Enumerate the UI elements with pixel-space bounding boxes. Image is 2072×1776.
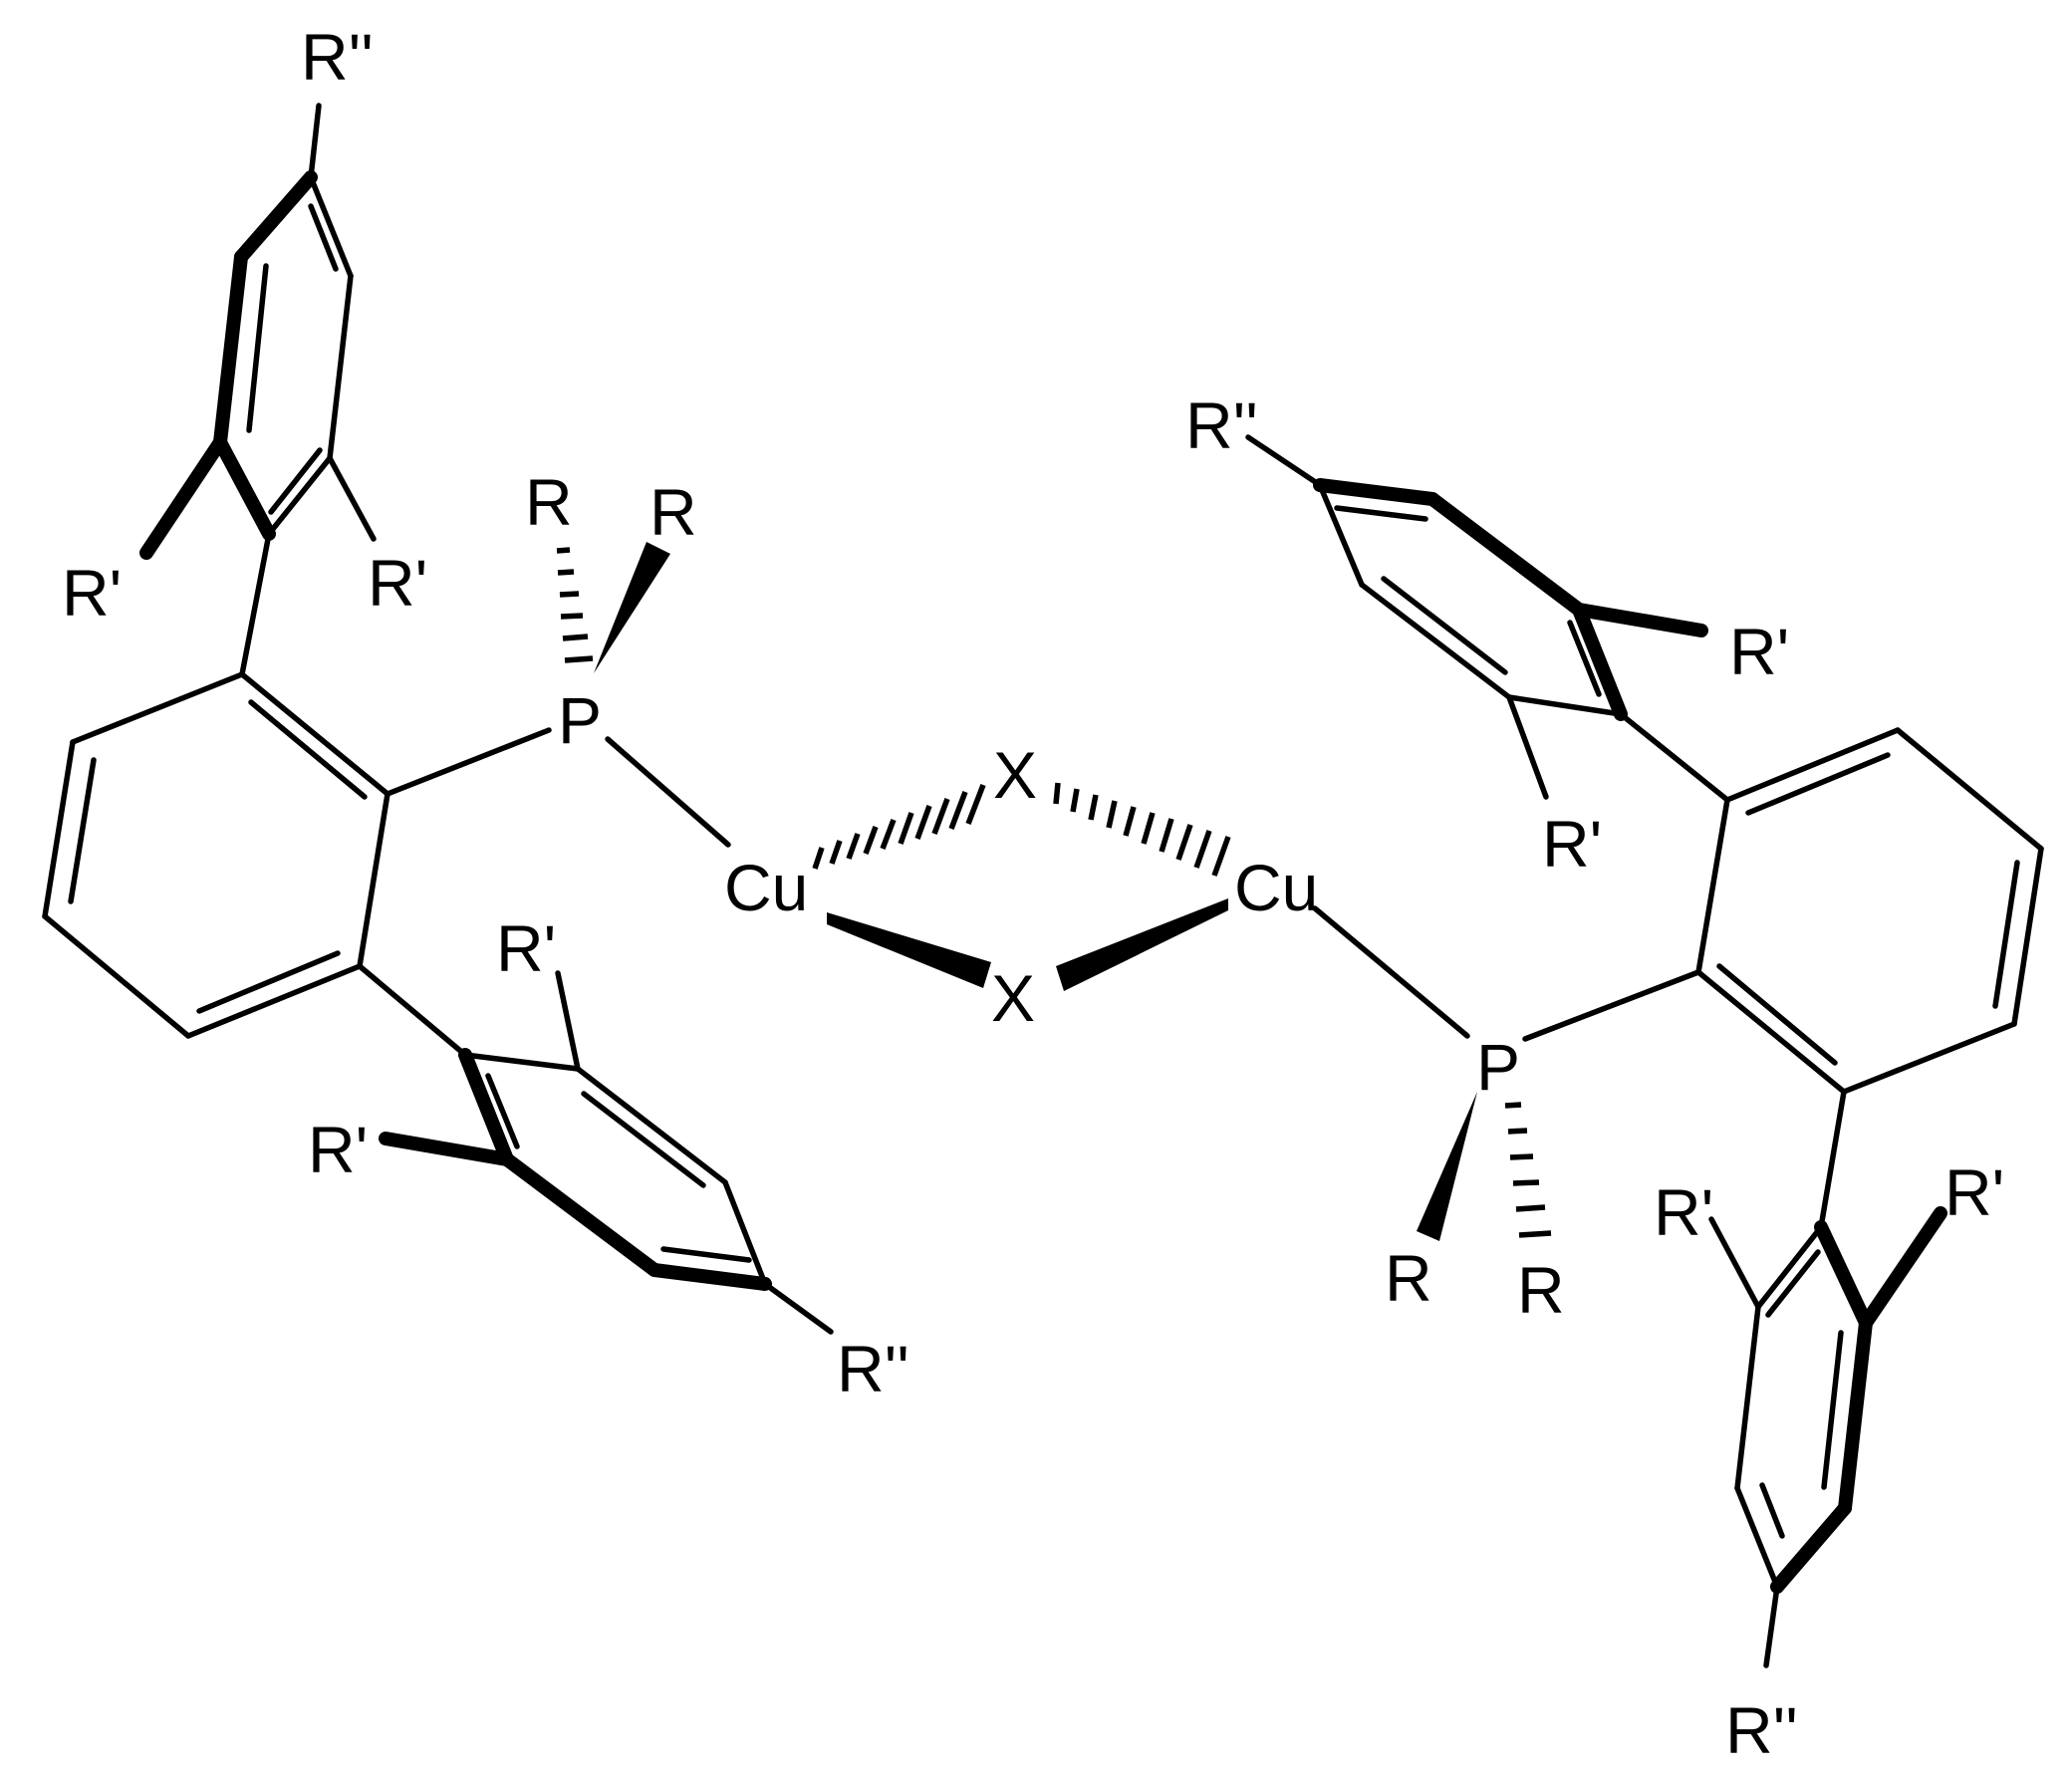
left-cu-x-wedge-bond bbox=[827, 912, 991, 988]
left-cu-x-hash-bond bbox=[812, 784, 986, 870]
left-phosphorus-atom: P bbox=[558, 683, 602, 757]
right-lower-aryl-para-r-double-prime: R'' bbox=[1725, 1693, 1798, 1767]
right-p-substituent-r: R bbox=[1385, 1241, 1432, 1315]
right-cu-x-wedge-bond bbox=[1056, 898, 1228, 991]
right-cu-x-hash-bond bbox=[1053, 782, 1231, 877]
left-lower-aryl-ring bbox=[357, 963, 834, 1335]
left-copper-atom: Cu bbox=[724, 851, 808, 924]
left-lower-aryl-para-r-double-prime: R'' bbox=[837, 1332, 909, 1405]
right-upper-aryl-para-r-double-prime: R'' bbox=[1185, 388, 1258, 462]
right-upper-aryl-ortho-r-prime: R' bbox=[1542, 807, 1602, 881]
bridging-x-atom: X bbox=[991, 961, 1035, 1035]
left-p-wedge-bond bbox=[594, 542, 670, 673]
left-aryl-ortho-r-prime: R' bbox=[368, 546, 427, 620]
left-upper-aryl-ring bbox=[139, 103, 377, 677]
right-lower-aryl-ortho-r-prime: R' bbox=[1654, 1175, 1713, 1249]
left-aryl-ortho-r-prime: R' bbox=[62, 556, 122, 630]
left-lower-aryl-ortho-r-prime: R' bbox=[308, 1113, 368, 1186]
left-p-substituent-r: R bbox=[525, 465, 573, 539]
left-p-hash-bond bbox=[556, 547, 594, 663]
right-phosphine-bonds bbox=[1312, 905, 1701, 1241]
right-p-wedge-bond bbox=[1417, 1092, 1477, 1241]
right-copper-atom: Cu bbox=[1234, 851, 1318, 924]
left-p-substituent-r: R bbox=[649, 475, 697, 549]
left-lower-aryl-ortho-r-prime: R' bbox=[496, 911, 556, 985]
right-upper-aryl-ortho-r-prime: R' bbox=[1729, 615, 1789, 688]
right-p-substituent-r: R bbox=[1517, 1253, 1565, 1327]
left-phosphine-bonds bbox=[385, 542, 731, 848]
cu2x2-core bbox=[812, 782, 1231, 991]
bridging-x-atom: X bbox=[993, 738, 1037, 812]
right-phosphorus-atom: P bbox=[1476, 1030, 1520, 1104]
right-central-ring bbox=[1695, 727, 2044, 1095]
right-p-hash-bond bbox=[1504, 1102, 1552, 1238]
right-lower-aryl-ring bbox=[1708, 1089, 1947, 1668]
right-upper-aryl-ring bbox=[1245, 434, 1730, 803]
left-central-ring bbox=[42, 671, 390, 1039]
right-lower-aryl-ortho-r-prime: R' bbox=[1944, 1155, 2004, 1229]
atom-labels: R'' R' R' R R P X Cu Cu X R' R' R'' R'' … bbox=[62, 20, 2004, 1767]
left-aryl-para-r-double-prime: R'' bbox=[301, 20, 374, 94]
